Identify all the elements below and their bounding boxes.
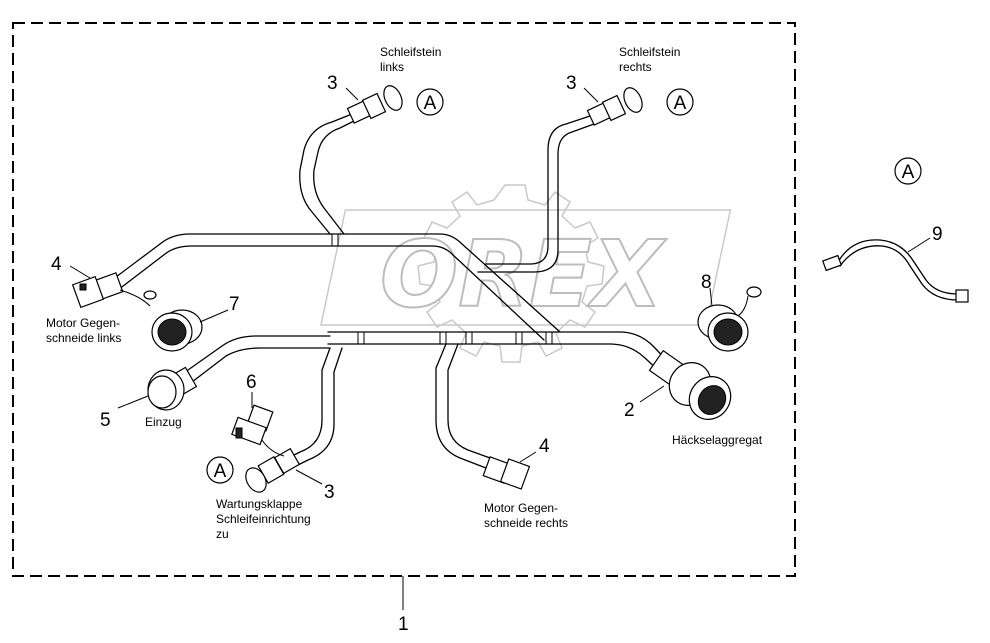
round-connector-7 — [151, 309, 203, 352]
callout-1: 1 — [398, 614, 409, 635]
svg-text:A: A — [674, 93, 687, 114]
callout-6: 6 — [246, 372, 257, 393]
label-schleifstein-links: Schleifstein links — [380, 45, 445, 74]
svg-text:A: A — [214, 461, 227, 482]
svg-text:A: A — [424, 93, 437, 114]
detail-marker-a-1: A — [416, 88, 444, 116]
part-6-connector — [231, 404, 285, 457]
label-motor-rechts: Motor Gegen- schneide rechts — [484, 501, 568, 530]
round-connector-8 — [697, 286, 762, 352]
label-einzug: Einzug — [145, 415, 182, 429]
leader-lines — [69, 87, 931, 610]
cap-tether-7 — [119, 289, 157, 307]
callout-4-motor-rechts: 4 — [539, 436, 550, 457]
detail-marker-a-4: A — [206, 456, 234, 484]
detail-marker-a-3: A — [894, 157, 922, 185]
callout-8: 8 — [701, 272, 712, 293]
branch-wartungsklappe — [287, 347, 331, 459]
label-haeckselaggregat: Häckselaggregat — [672, 433, 763, 447]
branch-schleifstein-links — [299, 113, 353, 235]
connector-3-schleifstein-links — [346, 85, 403, 124]
connector-3-wartungsklappe — [245, 447, 301, 493]
part-9-cable — [822, 239, 969, 303]
callout-9: 9 — [932, 224, 943, 245]
connector-2-haeckselaggregat — [648, 349, 732, 420]
callout-3-schleifstein-rechts: 3 — [566, 73, 577, 94]
label-schleifstein-rechts: Schleifstein rechts — [619, 45, 684, 74]
connector-4-motor-links — [71, 272, 124, 309]
label-wartungsklappe: Wartungsklappe Schleifeinrichtung zu — [216, 497, 314, 541]
callout-5: 5 — [100, 410, 111, 431]
svg-text:A: A — [902, 162, 915, 183]
harness-trunk — [111, 233, 669, 383]
label-motor-links: Motor Gegen- schneide links — [46, 316, 123, 345]
callout-2: 2 — [624, 400, 635, 421]
connector-3-schleifstein-rechts — [586, 87, 643, 126]
connector-4-motor-rechts — [482, 456, 531, 490]
branch-motor-rechts — [435, 343, 487, 469]
callout-4-motor-links: 4 — [51, 254, 62, 275]
connector-5-einzug — [147, 366, 198, 411]
watermark-text: OREX — [380, 221, 667, 328]
callout-7: 7 — [229, 294, 240, 315]
callout-3-wartungsklappe: 3 — [324, 482, 335, 503]
detail-marker-a-2: A — [666, 88, 694, 116]
watermark: OREX — [320, 184, 732, 363]
callout-3-schleifstein-links: 3 — [327, 73, 338, 94]
branch-schleifstein-rechts — [485, 115, 591, 265]
